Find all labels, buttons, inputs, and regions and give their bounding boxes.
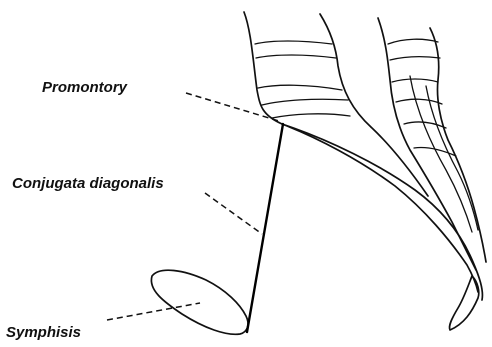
conjugata-diagonalis-line bbox=[247, 124, 283, 332]
sacral-column-left-edge bbox=[378, 18, 476, 270]
sacral-segment-1 bbox=[388, 39, 438, 44]
sacral-segment-4 bbox=[396, 99, 442, 104]
vertebra-line-1 bbox=[255, 41, 332, 44]
vertebra-line-5 bbox=[272, 114, 350, 118]
vertebra-line-3 bbox=[258, 85, 342, 90]
symphisis-label: Symphisis bbox=[6, 324, 81, 341]
sacral-segment-2 bbox=[390, 57, 440, 60]
spine-right-edge bbox=[320, 14, 428, 196]
coccyx bbox=[449, 276, 478, 330]
spine-left-edge bbox=[244, 12, 282, 124]
sacrum-anterior-lower bbox=[282, 124, 478, 292]
promontory-leader bbox=[186, 93, 279, 121]
promontory-label: Promontory bbox=[42, 79, 128, 96]
spine-sacrum-outline bbox=[244, 12, 482, 300]
vertebra-line-4 bbox=[262, 99, 348, 105]
vertebra-line-2 bbox=[256, 55, 336, 58]
symphisis-shape bbox=[151, 270, 248, 334]
conjugata-diagonalis-label: Conjugata diagonalis bbox=[12, 175, 164, 192]
conjugata-diagonalis-leader bbox=[205, 193, 262, 234]
sacral-column bbox=[378, 18, 486, 270]
sacral-segment-3 bbox=[392, 79, 438, 82]
sacral-inner-line-2 bbox=[426, 86, 478, 230]
